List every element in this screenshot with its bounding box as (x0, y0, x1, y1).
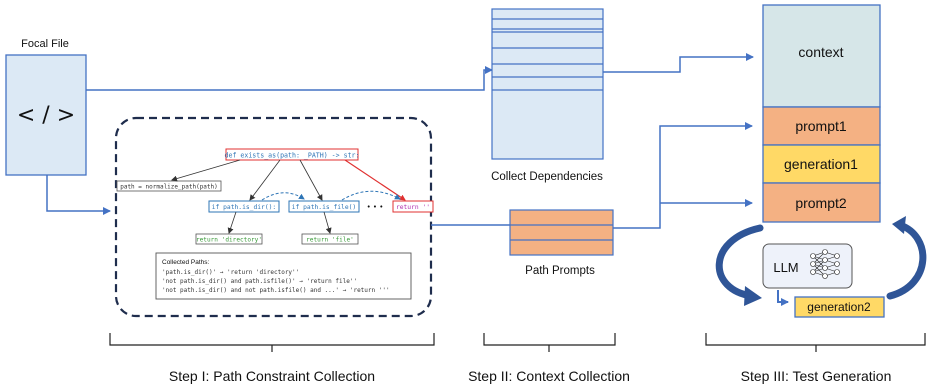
if-dir-node (208, 200, 280, 213)
collected-paths-box (155, 252, 412, 300)
function-def-text: def exists_as(path: _PATH) -> str: (225, 152, 360, 160)
return-directory-node (195, 233, 263, 245)
loop-arrow-left (715, 224, 764, 300)
focal-to-dependencies-arrow (86, 66, 493, 91)
neural-network-icon (810, 249, 840, 279)
prompts-to-prompt1-arrow (613, 122, 753, 229)
return-directory-text: return 'directory' (196, 237, 262, 244)
loop-arrow-right (886, 221, 927, 300)
prompt2-label: prompt2 (795, 195, 847, 211)
edge-if-file-return (323, 211, 332, 234)
collected-path-line: 'not path.is_dir() and not path.isfile()… (162, 287, 390, 294)
prompt2-block (762, 182, 881, 223)
step1-brace (109, 333, 435, 352)
code-file-icon: < / > (17, 103, 75, 128)
generation2-label: generation2 (807, 300, 871, 314)
generation2-block (794, 296, 885, 318)
step3-brace (705, 333, 926, 352)
collected-path-line: 'path.is_dir()' → 'return 'directory'' (162, 269, 299, 276)
normalize-text: path = normalize_path(path) (120, 184, 218, 191)
return-empty-node (392, 200, 434, 213)
collected-path-line: 'not path.is_dir() and path.isfile()' → … (162, 278, 357, 285)
llm-label: LLM (773, 260, 798, 275)
return-file-text: return 'file' (306, 237, 354, 244)
more-branches-ellipsis: • • • (367, 203, 384, 211)
collect-dependencies-label: Collect Dependencies (491, 171, 603, 183)
dashed-edge-file-to-empty (341, 190, 401, 201)
generation1-block (762, 144, 881, 184)
edge-root-return-empty (344, 159, 406, 201)
path-prompts-label: Path Prompts (525, 265, 595, 277)
step2-brace (483, 333, 616, 352)
loop-arrow-left-head (744, 286, 762, 306)
llm-box (762, 243, 853, 289)
return-empty-text: return '' (396, 204, 430, 211)
collected-paths-title: Collected Paths: (162, 259, 210, 266)
edge-root-if-dir (249, 159, 281, 201)
normalize-node (116, 180, 222, 192)
context-label: context (798, 44, 843, 60)
if-file-text: if path.is_file() (292, 204, 356, 211)
path-prompts-stack (509, 209, 614, 256)
focal-file-label: Focal File (21, 38, 69, 50)
step1-label: Step I: Path Constraint Collection (169, 368, 375, 384)
generation1-label: generation1 (784, 156, 858, 172)
edge-root-if-file (299, 159, 323, 201)
function-def-node (225, 148, 359, 161)
path-constraint-panel (114, 116, 433, 318)
if-dir-text: if path.is_dir(): (212, 204, 276, 211)
dependencies-to-context-arrow (603, 53, 754, 73)
focal-to-path-collection-arrow (46, 175, 111, 215)
focal-file-box (5, 54, 87, 176)
step3-label: Step III: Test Generation (741, 368, 892, 384)
dashed-edge-dir-to-file (261, 192, 305, 201)
edge-if-dir-return (227, 211, 237, 234)
loop-arrow-right-head (892, 216, 906, 234)
prompt1-label: prompt1 (795, 118, 847, 134)
dependencies-stack (491, 8, 604, 160)
step2-label: Step II: Context Collection (468, 368, 630, 384)
context-block (762, 4, 881, 108)
edge-root-normalize (171, 159, 241, 182)
return-file-node (301, 233, 359, 245)
llm-to-generation2-arrow (777, 290, 789, 306)
